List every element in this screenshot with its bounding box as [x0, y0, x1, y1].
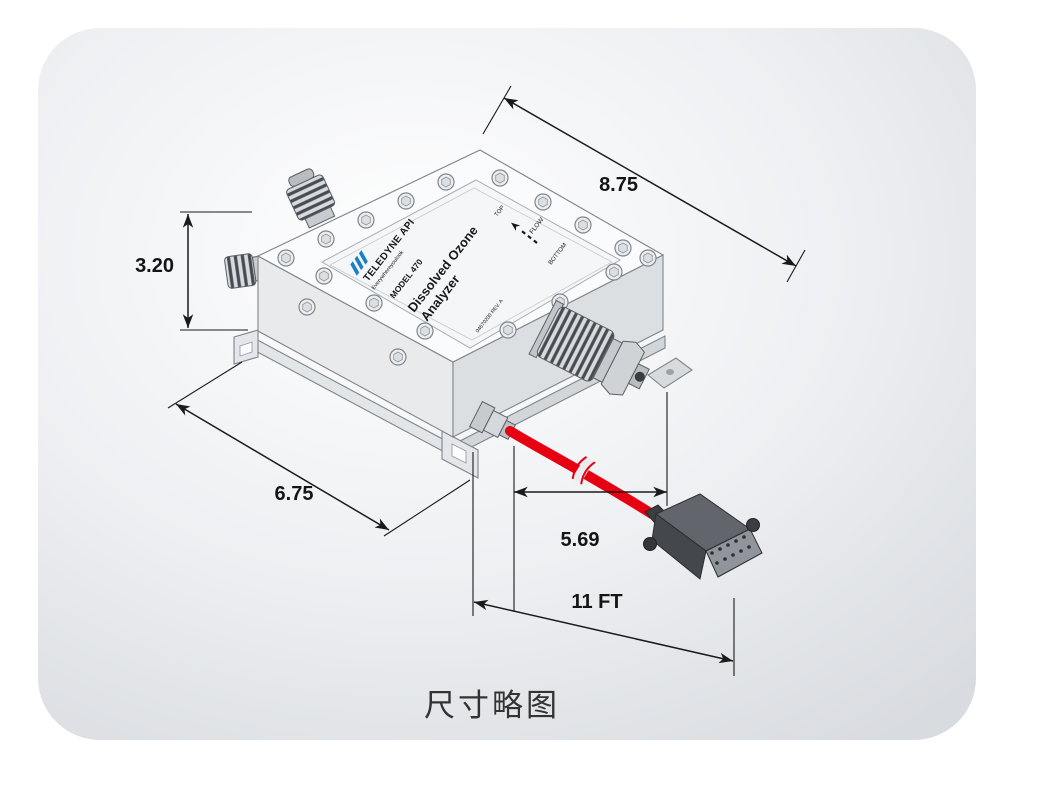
connector-thumbscrew-left — [643, 537, 657, 551]
teledyne-logo-icon — [350, 250, 368, 276]
dimension-cable-length: 11 FT — [472, 452, 735, 676]
dimension-side-height: 3.20 — [135, 211, 252, 331]
cable-gland-fitting — [468, 400, 516, 440]
dimension-connector-offset: 5.69 — [513, 392, 668, 612]
connector-hood-side — [651, 513, 707, 580]
dimension-top-width-value: 8.75 — [599, 174, 638, 196]
connector-pins — [710, 535, 751, 565]
dimension-connector-offset-value: 5.69 — [561, 529, 600, 551]
dimension-top-width: 8.75 — [482, 85, 806, 283]
figure-caption: 尺寸略图 — [424, 688, 560, 723]
signal-cable — [505, 426, 657, 519]
dimension-cable-length-value: 11 FT — [571, 591, 622, 613]
dsub-connector — [643, 493, 763, 580]
mounting-slot-front — [451, 443, 467, 464]
top-left-fitting — [286, 168, 336, 229]
cable-line — [505, 426, 657, 519]
connector-pin-face — [705, 528, 763, 578]
dimension-base-depth: 6.75 — [167, 361, 471, 537]
mounting-slot-left — [239, 341, 253, 357]
dimension-base-depth-value: 6.75 — [275, 483, 314, 505]
right-fitting — [528, 299, 650, 396]
dimension-side-height-value: 3.20 — [135, 255, 174, 277]
connector-thumbscrew-right — [746, 518, 760, 532]
mounting-ear-hole — [666, 369, 674, 375]
cable-break-icon — [571, 456, 596, 485]
